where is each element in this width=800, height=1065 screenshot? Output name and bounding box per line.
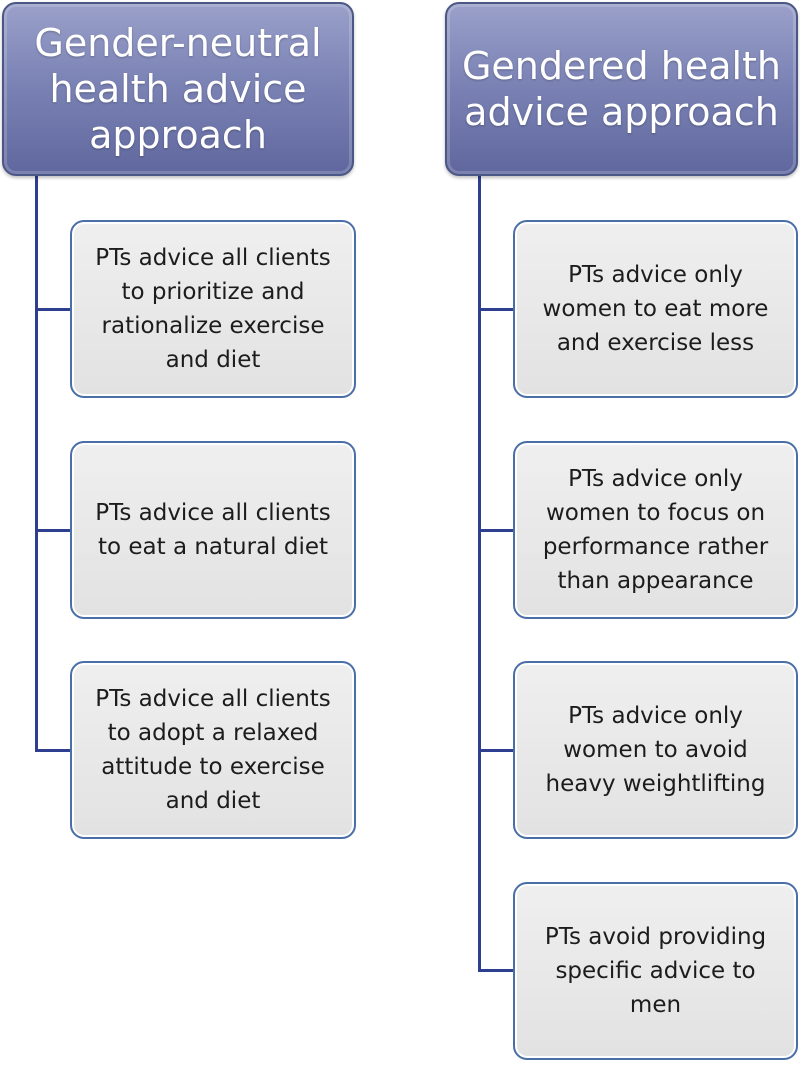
right-trunk-line bbox=[478, 175, 481, 972]
gendered-item: PTs avoid providing specific advice to m… bbox=[513, 882, 798, 1060]
gender-neutral-header: Gender-neutral health advice approach bbox=[2, 2, 354, 176]
gendered-header: Gendered health advice approach bbox=[445, 2, 798, 176]
gendered-item: PTs advice only women to eat more and ex… bbox=[513, 220, 798, 398]
gender-neutral-header-label: Gender-neutral health advice approach bbox=[34, 21, 322, 157]
left-branch-line bbox=[35, 749, 71, 752]
right-branch-line bbox=[478, 969, 514, 972]
item-label: PTs advice all clients to prioritize and… bbox=[95, 245, 331, 373]
item-label: PTs advice all clients to eat a natural … bbox=[95, 500, 331, 560]
item-label: PTs advice all clients to adopt a relaxe… bbox=[95, 686, 331, 814]
item-label: PTs advice only women to eat more and ex… bbox=[542, 262, 769, 356]
item-label: PTs advice only women to avoid heavy wei… bbox=[545, 703, 766, 797]
gendered-header-label: Gendered health advice approach bbox=[461, 44, 782, 134]
item-label: PTs avoid providing specific advice to m… bbox=[544, 924, 767, 1018]
right-branch-line bbox=[478, 529, 514, 532]
left-branch-line bbox=[35, 308, 71, 311]
right-branch-line bbox=[478, 308, 514, 311]
gender-neutral-item: PTs advice all clients to prioritize and… bbox=[70, 220, 356, 398]
gendered-item: PTs advice only women to avoid heavy wei… bbox=[513, 661, 798, 839]
left-trunk-line bbox=[35, 175, 38, 752]
item-label: PTs advice only women to focus on perfor… bbox=[542, 466, 769, 594]
left-branch-line bbox=[35, 529, 71, 532]
gender-neutral-item: PTs advice all clients to eat a natural … bbox=[70, 441, 356, 619]
right-branch-line bbox=[478, 749, 514, 752]
gendered-item: PTs advice only women to focus on perfor… bbox=[513, 441, 798, 619]
gender-neutral-item: PTs advice all clients to adopt a relaxe… bbox=[70, 661, 356, 839]
